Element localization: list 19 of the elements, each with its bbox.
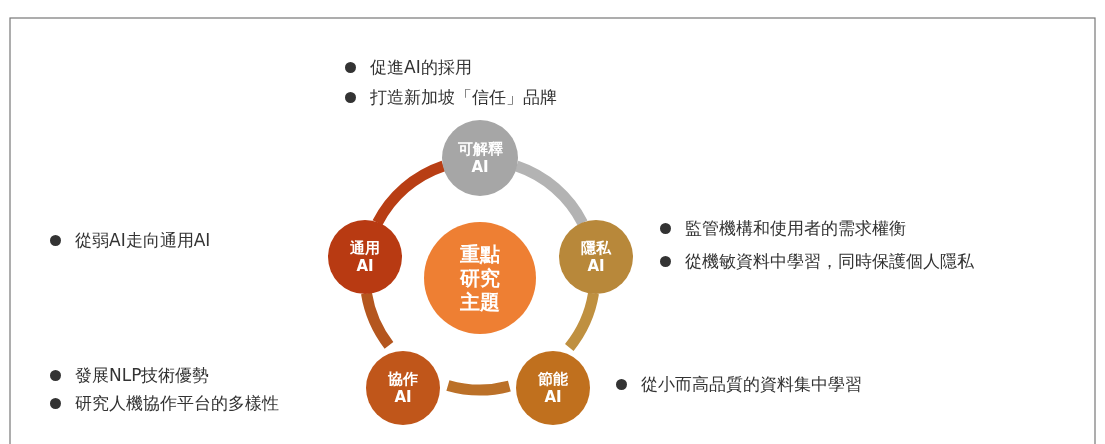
ring-arc bbox=[564, 292, 599, 351]
bullet-text: 從機敏資料中學習，同時保護個人隱私 bbox=[685, 250, 974, 273]
bullet-text: 打造新加坡「信任」品牌 bbox=[370, 86, 557, 109]
ring-arc bbox=[372, 160, 446, 226]
bullet-text: 監管機構和使用者的需求權衡 bbox=[685, 217, 906, 240]
bullet-text: 從小而高品質的資料集中學習 bbox=[641, 373, 862, 396]
topic-label: 協作AI bbox=[387, 370, 419, 406]
topic-label: 隱私AI bbox=[580, 239, 612, 275]
ring-arc bbox=[361, 292, 394, 349]
bullet-text: 發展NLP技術優勢 bbox=[75, 364, 210, 387]
bullet-text: 促進AI的採用 bbox=[370, 56, 472, 79]
ring-arc bbox=[446, 380, 511, 396]
topic-label: 可解釋AI bbox=[456, 140, 504, 176]
bullet-text: 從弱AI走向通用AI bbox=[75, 229, 211, 252]
topic-label: 節能AI bbox=[537, 370, 569, 406]
ring-arc bbox=[514, 160, 588, 226]
topic-label: 通用AI bbox=[349, 239, 381, 275]
topic-label: 重點研究主題 bbox=[459, 242, 501, 314]
bullet-text: 研究人機協作平台的多樣性 bbox=[75, 392, 279, 415]
